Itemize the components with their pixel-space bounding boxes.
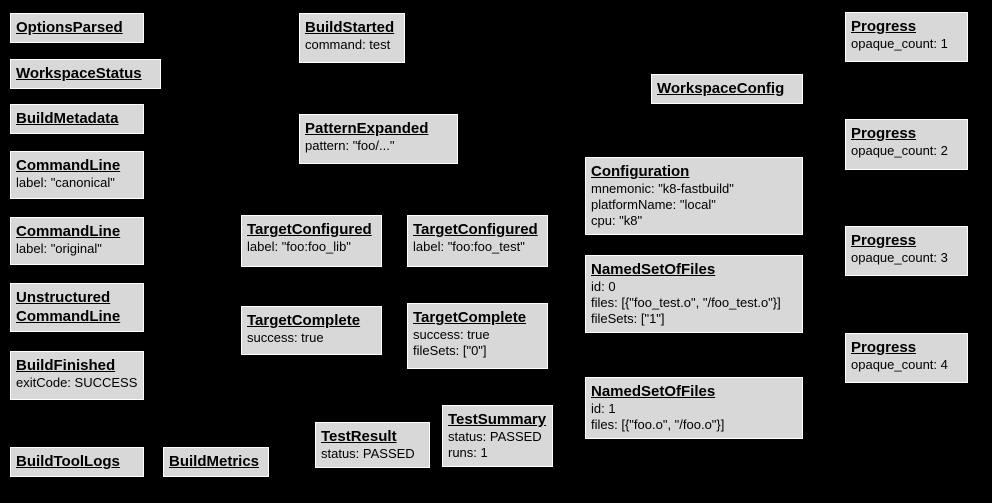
node-workspace-status: WorkspaceStatus <box>10 59 161 89</box>
node-title: Configuration <box>591 163 690 180</box>
node-field: platformName: "local" <box>591 197 716 212</box>
node-title: NamedSetOfFiles <box>591 383 716 400</box>
node-options-parsed: OptionsParsed <box>10 13 144 43</box>
node-title: NamedSetOfFiles <box>591 261 716 278</box>
node-named-set-of-files-1: NamedSetOfFiles id: 1 files: [{"foo.o", … <box>585 377 803 439</box>
node-field: label: "foo:foo_test" <box>413 239 525 254</box>
node-title: BuildMetrics <box>169 453 260 470</box>
node-title: Progress <box>851 125 917 142</box>
node-title: TestSummary <box>448 411 547 428</box>
node-field: success: true <box>247 330 324 345</box>
node-field: opaque_count: 2 <box>851 143 948 158</box>
node-title: Progress <box>851 18 917 35</box>
node-build-finished: BuildFinished exitCode: SUCCESS <box>10 351 144 400</box>
node-field: label: "original" <box>16 241 102 256</box>
node-named-set-of-files-0: NamedSetOfFiles id: 0 files: [{"foo_test… <box>585 255 803 333</box>
node-build-metrics: BuildMetrics <box>163 447 269 477</box>
node-title: TargetConfigured <box>247 221 372 238</box>
node-field: id: 0 <box>591 279 616 294</box>
node-title: WorkspaceConfig <box>657 80 785 97</box>
node-command-line-canonical: CommandLine label: "canonical" <box>10 151 144 199</box>
node-field: status: PASSED <box>448 429 542 444</box>
node-field: status: PASSED <box>321 446 415 461</box>
node-field: label: "canonical" <box>16 175 115 190</box>
node-title: WorkspaceStatus <box>16 65 142 82</box>
node-field: opaque_count: 4 <box>851 357 948 372</box>
node-target-configured-foo-test: TargetConfigured label: "foo:foo_test" <box>407 215 548 267</box>
node-configuration: Configuration mnemonic: "k8-fastbuild" p… <box>585 157 803 235</box>
node-field: label: "foo:foo_lib" <box>247 239 351 254</box>
node-field: runs: 1 <box>448 445 488 460</box>
node-field: success: true <box>413 327 490 342</box>
node-title: CommandLine <box>16 308 121 325</box>
node-field: fileSets: ["1"] <box>591 311 665 326</box>
node-title: TargetComplete <box>247 312 361 329</box>
node-field: pattern: "foo/..." <box>305 138 395 153</box>
node-field: id: 1 <box>591 401 616 416</box>
node-title: Progress <box>851 339 917 356</box>
node-pattern-expanded: PatternExpanded pattern: "foo/..." <box>299 114 458 164</box>
node-target-complete-foo-lib: TargetComplete success: true <box>241 306 382 355</box>
node-progress-2: Progress opaque_count: 2 <box>845 119 968 170</box>
node-build-metadata: BuildMetadata <box>10 104 144 134</box>
node-field: files: [{"foo.o", "/foo.o"}] <box>591 417 725 432</box>
node-title: CommandLine <box>16 223 121 240</box>
node-build-started: BuildStarted command: test <box>299 13 405 63</box>
node-title: TargetComplete <box>413 309 527 326</box>
node-progress-4: Progress opaque_count: 4 <box>845 333 968 383</box>
node-command-line-original: CommandLine label: "original" <box>10 217 144 265</box>
node-target-complete-foo-test: TargetComplete success: true fileSets: [… <box>407 303 548 369</box>
node-field: mnemonic: "k8-fastbuild" <box>591 181 734 196</box>
node-field: exitCode: SUCCESS <box>16 375 138 390</box>
node-test-result: TestResult status: PASSED <box>315 422 430 468</box>
node-workspace-config: WorkspaceConfig <box>651 74 803 104</box>
node-title: PatternExpanded <box>305 120 429 137</box>
node-build-tool-logs: BuildToolLogs <box>10 447 144 477</box>
node-title: BuildFinished <box>16 357 116 374</box>
node-field: opaque_count: 3 <box>851 250 948 265</box>
node-field: cpu: "k8" <box>591 213 643 228</box>
node-field: opaque_count: 1 <box>851 36 948 51</box>
node-progress-1: Progress opaque_count: 1 <box>845 12 968 62</box>
node-progress-3: Progress opaque_count: 3 <box>845 226 968 276</box>
node-field: fileSets: ["0"] <box>413 343 487 358</box>
node-title: CommandLine <box>16 157 121 174</box>
node-field: files: [{"foo_test.o", "/foo_test.o"}] <box>591 295 781 310</box>
node-unstructured-command-line: Unstructured CommandLine <box>10 283 144 332</box>
node-title: OptionsParsed <box>16 19 123 36</box>
node-title: BuildStarted <box>305 19 395 36</box>
node-target-configured-foo-lib: TargetConfigured label: "foo:foo_lib" <box>241 215 382 267</box>
node-title: TestResult <box>321 428 397 445</box>
node-title: BuildToolLogs <box>16 453 120 470</box>
node-test-summary: TestSummary status: PASSED runs: 1 <box>442 405 553 467</box>
node-title: Progress <box>851 232 917 249</box>
node-title: BuildMetadata <box>16 110 119 127</box>
node-title: TargetConfigured <box>413 221 538 238</box>
node-field: command: test <box>305 37 391 52</box>
node-title: Unstructured <box>16 289 111 306</box>
